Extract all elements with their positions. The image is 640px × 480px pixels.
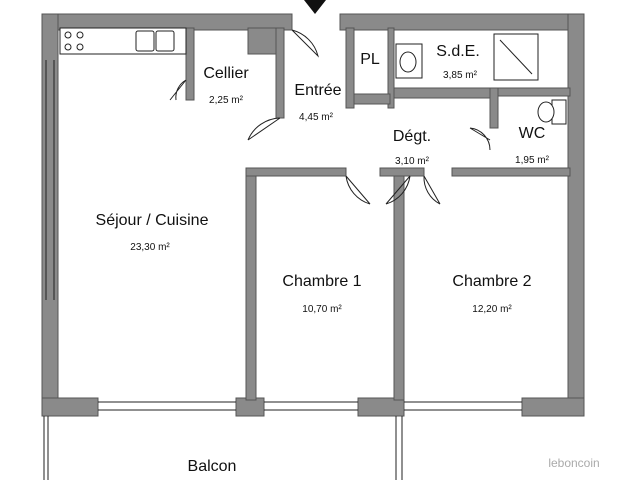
wall-bottom-2 [235, 397, 265, 417]
wall-pl-bottom [353, 93, 391, 105]
area-sde: 3,85 m² [443, 70, 478, 81]
area-cellier: 2,25 m² [209, 95, 244, 106]
sink-icon [135, 30, 155, 52]
label-wc: WC [519, 125, 546, 142]
wall-pl-right [387, 27, 395, 109]
area-chambre1: 10,70 m² [302, 304, 342, 315]
entrance-arrow-icon [304, 0, 326, 14]
wall-top-right [339, 13, 581, 31]
entrance-door [291, 29, 319, 58]
area-sejour: 23,30 m² [130, 242, 170, 253]
hob-icon [64, 31, 72, 39]
label-balcon: Balcon [188, 458, 237, 475]
wall-cellier-left [185, 27, 195, 101]
area-entree: 4,45 m² [299, 112, 334, 123]
wall-sde-bottom [393, 87, 491, 99]
label-sde: S.d.E. [436, 43, 480, 60]
kitchen-fixtures [59, 27, 187, 55]
label-entree: Entrée [294, 82, 341, 99]
wall-sejour-chambre1 [245, 169, 257, 401]
wall-top-chambre2 [451, 167, 571, 177]
label-chambre2: Chambre 2 [452, 273, 531, 290]
wall-bottom-1 [41, 397, 99, 417]
label-sejour: Séjour / Cuisine [96, 212, 209, 229]
wall-wc-top [489, 87, 571, 97]
bathroom-fixtures [395, 33, 567, 125]
balcony-rails [43, 416, 403, 480]
area-wc: 1,95 m² [515, 155, 550, 166]
wall-chambre1-chambre2 [393, 169, 405, 401]
wall-bottom-3 [357, 397, 405, 417]
label-degt: Dégt. [393, 128, 431, 145]
wall-wc-left [489, 87, 499, 129]
walls [41, 13, 585, 417]
windows [45, 60, 522, 411]
area-degt: 3,10 m² [395, 156, 430, 167]
area-chambre2: 12,20 m² [472, 304, 512, 315]
wall-left [41, 13, 59, 417]
doors [169, 29, 491, 205]
wall-top-chambre1 [245, 167, 347, 177]
wall-cellier-right [275, 27, 285, 119]
wall-top-mid [379, 167, 425, 177]
watermark: leboncoin [548, 456, 599, 470]
wall-pl-left [345, 27, 355, 109]
label-pl: PL [360, 51, 380, 68]
label-cellier: Cellier [203, 65, 249, 82]
label-chambre1: Chambre 1 [282, 273, 361, 290]
wall-bottom-4 [521, 397, 585, 417]
wall-right [567, 13, 585, 417]
wall-cellier-closet [247, 27, 277, 55]
